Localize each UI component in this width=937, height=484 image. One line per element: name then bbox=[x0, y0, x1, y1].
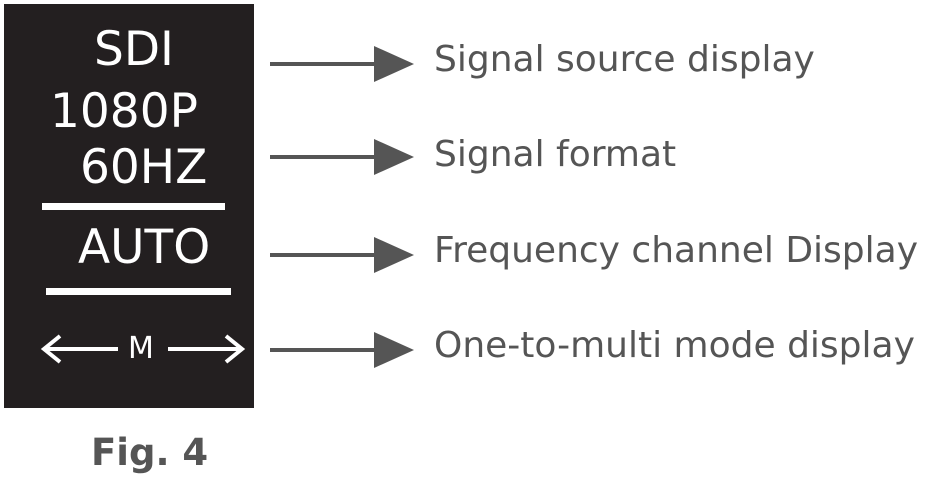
arrow-right-icon bbox=[270, 237, 414, 273]
figure-caption: Fig. 4 bbox=[91, 431, 209, 474]
callout-label-signal-source: Signal source display bbox=[434, 39, 815, 80]
callout-label-frequency-channel: Frequency channel Display bbox=[434, 230, 919, 271]
frequency-channel-value: AUTO bbox=[78, 220, 211, 275]
callout-label-signal-format: Signal format bbox=[434, 134, 677, 175]
channel-divider bbox=[46, 288, 231, 295]
callout-label-mode: One-to-multi mode display bbox=[434, 325, 915, 366]
lcd-display-panel: SDI 1080P 60HZ AUTO M bbox=[4, 4, 254, 408]
arrow-right-icon bbox=[270, 332, 414, 368]
format-divider bbox=[42, 203, 225, 210]
mode-value: M bbox=[128, 331, 154, 366]
double-arrow-icon bbox=[40, 334, 246, 364]
resolution-value: 1080P bbox=[50, 84, 198, 139]
arrow-right-icon bbox=[270, 139, 414, 175]
arrow-right-icon bbox=[270, 46, 414, 82]
signal-source-value: SDI bbox=[94, 22, 174, 77]
refresh-rate-value: 60HZ bbox=[80, 140, 208, 195]
